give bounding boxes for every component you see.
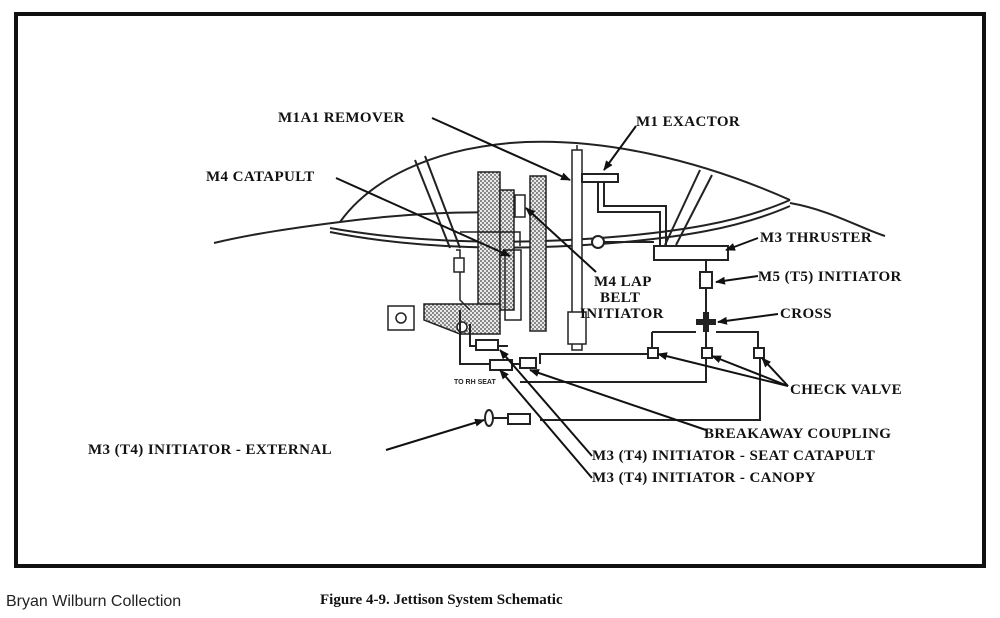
label-breakaway: BREAKAWAY COUPLING (704, 426, 891, 442)
label-remover: M1A1 REMOVER (278, 110, 405, 126)
remover-tube (567, 145, 587, 351)
leader-lines (335, 117, 789, 479)
gas-piping (459, 173, 765, 427)
label-to-rh-seat: TO RH SEAT (454, 379, 496, 386)
seat-assembly (387, 171, 547, 335)
label-lap-belt-3: INITIATOR (580, 306, 664, 322)
label-cross: CROSS (780, 306, 832, 322)
label-thruster: M3 THRUSTER (760, 230, 872, 246)
diagram-border (14, 12, 986, 568)
callout-labels: M1A1 REMOVER M1 EXACTOR M4 CATAPULT M3 T… (88, 110, 902, 486)
label-catapult: M4 CATAPULT (206, 169, 315, 185)
label-seat-catapult: M3 (T4) INITIATOR - SEAT CATAPULT (592, 448, 875, 464)
label-lap-belt-2: BELT (600, 290, 640, 306)
credit-text: Bryan Wilburn Collection (6, 593, 182, 610)
label-check-valve: CHECK VALVE (790, 382, 902, 398)
figure-caption: Figure 4-9. Jettison System Schematic (320, 592, 563, 608)
label-exactor: M1 EXACTOR (636, 114, 740, 130)
label-lap-belt-1: M4 LAP (594, 274, 652, 290)
label-m5-initiator: M5 (T5) INITIATOR (758, 269, 902, 285)
label-canopy: M3 (T4) INITIATOR - CANOPY (592, 470, 816, 486)
label-external: M3 (T4) INITIATOR - EXTERNAL (88, 442, 332, 458)
